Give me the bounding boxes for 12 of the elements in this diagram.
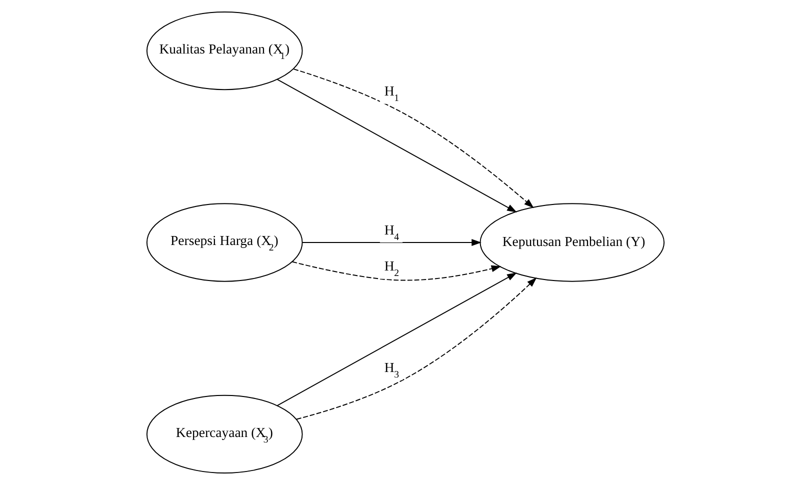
node-ellipse: Kepercayaan (X$_{3}$) [146,394,303,474]
edge-label: H$_{2}$ [384,258,400,280]
arrow [276,272,517,406]
arrow [302,239,482,246]
arrow [293,68,534,208]
arrow [296,277,537,420]
edge-label: H$_{4}$ [384,222,400,243]
edge-label: H$_{1}$ [384,84,400,104]
edge-label: H$_{3}$ [384,360,400,380]
node-ellipse: Persepsi Harga (X$_{2}$) [146,203,303,282]
arrow [292,261,502,281]
node-ellipse: Kualitas Pelayanan (X$_{1}$) [146,11,303,90]
